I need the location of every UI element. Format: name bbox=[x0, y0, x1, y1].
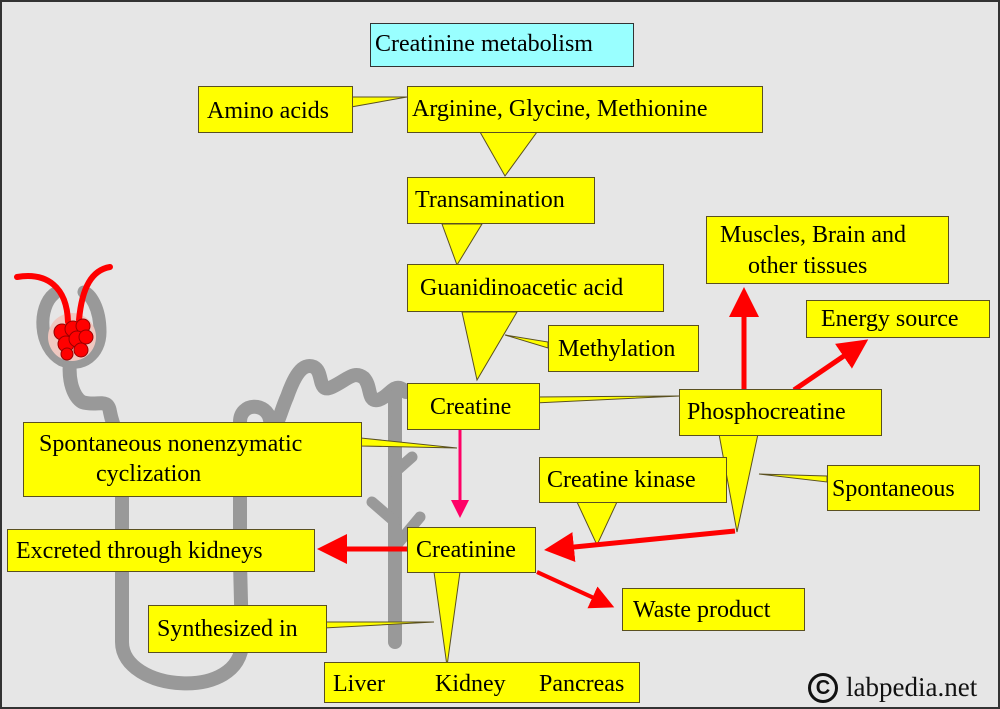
callout-tail-synthesized bbox=[323, 621, 435, 629]
site-kidney: Kidney bbox=[435, 671, 506, 697]
node-spontaneous: Spontaneous bbox=[827, 465, 980, 511]
watermark-text: labpedia.net bbox=[846, 672, 978, 702]
copyright-icon: C bbox=[808, 672, 838, 703]
callout-tail-amino-acids bbox=[350, 96, 408, 108]
node-energy-source: Energy source bbox=[806, 300, 990, 338]
nephron-illustration bbox=[36, 285, 426, 691]
node-phosphocreatine: Phosphocreatine bbox=[679, 389, 882, 436]
callout-tail-methylation bbox=[504, 334, 549, 349]
node-synthesis-sites: Liver Kidney Pancreas bbox=[324, 662, 640, 703]
node-cyclization: Spontaneous nonenzymatic cyclization bbox=[23, 422, 362, 497]
duct-branch-1 bbox=[389, 451, 418, 478]
callout-tail-transamination bbox=[441, 223, 483, 267]
duct-branch-2 bbox=[366, 496, 401, 528]
diagram-title: Creatinine metabolism bbox=[370, 23, 634, 67]
glomerulus-icon bbox=[14, 264, 113, 361]
loop-of-henle bbox=[115, 435, 249, 691]
node-precursors: Arginine, Glycine, Methionine bbox=[407, 86, 763, 133]
site-pancreas: Pancreas bbox=[539, 671, 625, 697]
arrow-phosphocreatine-to-energy bbox=[792, 339, 869, 393]
node-tissues-line2: other tissues bbox=[748, 253, 868, 279]
node-tissues-line1: Muscles, Brain and bbox=[720, 222, 906, 248]
node-tissues: Muscles, Brain and other tissues bbox=[706, 216, 949, 284]
callout-tail-creatine bbox=[534, 395, 681, 404]
node-cyclization-line2: cyclization bbox=[96, 461, 202, 487]
bowman-capsule bbox=[36, 285, 107, 369]
node-synthesized-in: Synthesized in bbox=[148, 605, 327, 653]
node-amino-acids: Amino acids bbox=[198, 86, 353, 133]
callout-tail-creatinine bbox=[433, 571, 461, 667]
callout-tail-spontaneous bbox=[758, 473, 828, 483]
site-liver: Liver bbox=[333, 671, 385, 697]
node-methylation: Methylation bbox=[548, 325, 699, 372]
node-waste-product: Waste product bbox=[622, 588, 805, 631]
node-excreted: Excreted through kidneys bbox=[7, 529, 315, 572]
arrow-creatinine-to-waste bbox=[536, 570, 615, 609]
node-creatine-kinase: Creatine kinase bbox=[539, 457, 727, 503]
node-transamination: Transamination bbox=[407, 177, 595, 224]
callout-tail-creatine-kinase bbox=[576, 501, 618, 547]
arrows bbox=[317, 287, 869, 609]
callout-tail-cyclization bbox=[360, 437, 458, 449]
callout-tail-precursors bbox=[479, 131, 538, 177]
node-creatine: Creatine bbox=[407, 383, 540, 430]
watermark: C labpedia.net bbox=[808, 672, 977, 703]
node-creatinine: Creatinine bbox=[407, 527, 536, 573]
distal-tubule bbox=[233, 359, 413, 569]
node-guanidinoacetic-acid: Guanidinoacetic acid bbox=[407, 264, 664, 312]
arrow-phosphocreatine-to-creatinine bbox=[544, 528, 736, 562]
callout-tail-guanidinoacetic bbox=[461, 311, 518, 382]
node-cyclization-line1: Spontaneous nonenzymatic bbox=[39, 431, 303, 457]
